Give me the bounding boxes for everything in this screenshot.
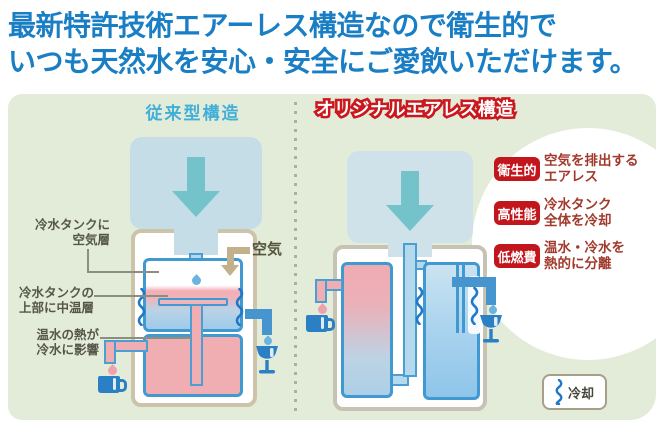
hot-water-pipe-left bbox=[190, 304, 203, 386]
cold-outlet-pipe-left bbox=[245, 309, 271, 319]
down-arrow-icon bbox=[172, 191, 220, 217]
callout-heat-influence: 温水の熱が 冷水に影響 bbox=[7, 328, 99, 359]
air-arrow-icon bbox=[233, 247, 250, 254]
feature-line: エアレス bbox=[544, 169, 598, 185]
cooling-legend-label: 冷却 bbox=[567, 385, 594, 401]
feature-line: 全体を冷却 bbox=[544, 213, 612, 229]
callout-text: 温水の熱が bbox=[36, 328, 99, 342]
comparison-panel bbox=[8, 94, 656, 420]
hot-outlet-pipe-left bbox=[104, 340, 116, 364]
down-arrow-icon bbox=[187, 157, 205, 193]
badge-hygienic: 衛生的 bbox=[494, 157, 540, 181]
air-label: 空気 bbox=[252, 241, 283, 258]
feature-line: 熱的に分離 bbox=[544, 256, 612, 272]
bottle-neck-left bbox=[174, 225, 218, 255]
page-title: 最新特許技術エアーレス構造なので衛生的で いつも天然水を安心・安全にご愛飲いただ… bbox=[8, 8, 668, 80]
leader-line bbox=[100, 337, 192, 339]
center-feed-pipe-right bbox=[403, 243, 417, 377]
cold-outlet-pipe-right bbox=[452, 277, 494, 287]
cooling-coil-icon bbox=[415, 287, 424, 325]
badge-high-performance: 高性能 bbox=[494, 201, 540, 225]
mug-icon bbox=[98, 376, 127, 393]
cold-outlet-pipe-left bbox=[262, 309, 272, 335]
mug-icon bbox=[306, 315, 335, 332]
conventional-title: 従来型構造 bbox=[145, 104, 241, 123]
air-arrow-icon bbox=[221, 265, 239, 276]
panel-divider bbox=[294, 102, 297, 414]
feature-line: 温水・冷水を bbox=[544, 240, 625, 255]
wine-glass-icon bbox=[256, 346, 278, 374]
cooling-coil-icon bbox=[137, 288, 146, 326]
feature-line: 空気を排出する bbox=[544, 153, 639, 168]
hot-outlet-pipe-right bbox=[315, 279, 327, 303]
callout-text: 空気層 bbox=[72, 233, 110, 248]
airless-title-outline: オリジナルエアレス構造 bbox=[314, 97, 517, 122]
wine-glass-icon bbox=[480, 315, 502, 343]
cooling-coil-icon bbox=[470, 287, 479, 325]
callout-mid-temp-layer: 冷水タンクの 上部に中温層 bbox=[4, 286, 94, 317]
cold-outlet-pipe-right bbox=[486, 277, 496, 305]
callout-text: 冷水タンクに bbox=[34, 218, 110, 232]
feature-text-high-performance: 冷水タンク 全体を冷却 bbox=[544, 197, 612, 229]
tank-inner-pipe bbox=[456, 265, 459, 333]
callout-text: 上部に中温層 bbox=[18, 301, 94, 316]
down-arrow-icon bbox=[401, 171, 419, 207]
callout-text: 冷水タンクの bbox=[18, 286, 94, 300]
badge-low-energy: 低燃費 bbox=[494, 244, 540, 268]
cooling-coil-icon bbox=[235, 288, 244, 326]
air-arrow-icon bbox=[227, 247, 234, 266]
feature-text-hygienic: 空気を排出する エアレス bbox=[544, 153, 639, 185]
feature-text-low-energy: 温水・冷水を 熱的に分離 bbox=[544, 240, 625, 272]
airless-title: オリジナルエアレス構造 オリジナルエアレス構造 bbox=[314, 96, 526, 122]
callout-text: 冷水に影響 bbox=[36, 343, 99, 358]
cooling-coil-icon bbox=[555, 379, 563, 405]
leader-line bbox=[94, 295, 168, 297]
leader-line bbox=[87, 249, 89, 272]
callout-air-layer: 冷水タンクに 空気層 bbox=[6, 218, 110, 249]
headline-line1: 最新特許技術エアーレス構造なので衛生的で bbox=[8, 10, 557, 41]
airless-title-text: オリジナルエアレス構造 bbox=[316, 99, 514, 119]
hot-water-tank-right bbox=[341, 262, 393, 398]
feature-line: 冷水タンク bbox=[544, 197, 612, 212]
headline-line2: いつも天然水を安心・安全にご愛飲いただけます。 bbox=[8, 45, 638, 77]
down-arrow-icon bbox=[386, 205, 434, 231]
cooling-legend: 冷却 bbox=[542, 374, 607, 410]
tank-inner-pipe bbox=[462, 265, 465, 333]
leader-line bbox=[87, 271, 159, 273]
